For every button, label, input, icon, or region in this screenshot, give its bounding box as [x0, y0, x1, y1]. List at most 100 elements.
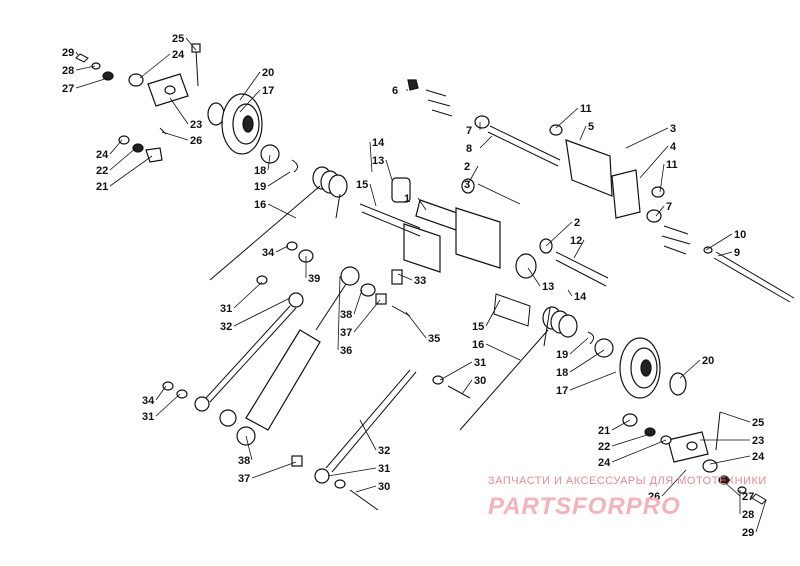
idler-wheel-17-left	[207, 93, 298, 173]
leader-line	[719, 411, 751, 423]
leader-line	[75, 65, 96, 71]
leader-line	[417, 197, 427, 211]
callout-l24b: 24	[96, 149, 109, 161]
leader-line	[109, 155, 153, 187]
leader-line	[721, 479, 741, 497]
leader-line	[527, 267, 541, 287]
callout-l18b: 18	[556, 367, 568, 379]
callout-l13a: 13	[372, 155, 384, 167]
leader-line	[679, 359, 701, 379]
callout-l15b: 15	[472, 321, 484, 333]
callout-l16b: 16	[472, 339, 484, 351]
leader-line	[755, 499, 767, 533]
callout-l29a: 29	[62, 47, 74, 59]
callout-l6: 6	[392, 85, 398, 97]
bolt-29-left	[75, 53, 114, 81]
leader-line	[611, 419, 631, 431]
leader-line	[327, 467, 377, 477]
leader-line	[659, 163, 665, 193]
callout-l14b: 14	[574, 291, 587, 303]
washer-24	[118, 135, 130, 145]
dimension-marks	[425, 89, 691, 255]
callout-l19a: 19	[254, 181, 266, 193]
leader-line	[359, 419, 377, 451]
leader-line	[233, 297, 291, 327]
callout-l27a: 27	[62, 83, 74, 95]
link-arm-32-lower	[291, 369, 471, 511]
leader-line	[569, 349, 605, 373]
leader-line	[439, 361, 473, 381]
callout-l7a: 7	[466, 125, 472, 137]
watermark-logo: PARTSFORPRO	[488, 493, 681, 520]
callout-l24a: 24	[172, 49, 185, 61]
idler-wheel-17-right	[594, 337, 687, 399]
callout-l4: 4	[670, 141, 677, 153]
callout-l2b: 2	[574, 217, 580, 229]
callout-l32b: 32	[378, 445, 390, 457]
torsion-spring-16-right	[459, 306, 594, 431]
leader-line	[185, 37, 197, 51]
callout-l3a: 3	[670, 123, 676, 135]
callout-l7b: 7	[666, 201, 672, 213]
mount-bracket-4	[549, 124, 665, 223]
leader-line	[611, 439, 667, 463]
callout-l1: 1	[404, 193, 410, 205]
leader-line	[353, 299, 381, 333]
callout-l36: 36	[340, 345, 352, 357]
leader-line	[355, 485, 377, 493]
leader-line	[477, 183, 521, 205]
callout-l11a: 11	[580, 103, 592, 115]
leader-line	[705, 233, 733, 251]
callout-l17b: 17	[556, 385, 568, 397]
leader-line	[369, 141, 373, 173]
cross-shaft-8	[474, 115, 561, 167]
leader-line	[461, 379, 473, 395]
leader-line	[569, 337, 589, 355]
bolt-6	[407, 79, 419, 91]
leader-line	[267, 154, 271, 171]
callout-l24c: 24	[598, 457, 611, 469]
leader-line	[555, 107, 579, 129]
leader-line	[267, 171, 291, 187]
leader-line	[611, 433, 651, 447]
callout-l28a: 28	[62, 65, 74, 77]
callout-l31c: 31	[142, 411, 154, 423]
leader-line	[267, 203, 297, 219]
callout-l31d: 31	[378, 463, 390, 475]
leader-line	[709, 455, 751, 465]
cap-21	[145, 147, 163, 163]
callout-l11b: 11	[666, 159, 678, 171]
leader-line	[245, 435, 253, 461]
leader-line	[639, 145, 669, 179]
callout-l37a: 37	[340, 327, 352, 339]
leader-line	[717, 251, 733, 257]
callout-l18a: 18	[254, 165, 266, 177]
leader-line	[579, 125, 587, 141]
callout-l25b: 25	[752, 417, 764, 429]
leader-line	[75, 77, 109, 89]
leader-line	[655, 205, 665, 217]
callout-l21a: 21	[96, 181, 108, 193]
callout-l38a: 38	[340, 309, 352, 321]
parts-artwork	[75, 43, 795, 511]
leader-line	[109, 139, 123, 155]
main-frame-1	[359, 177, 609, 327]
watermark-tagline: ЗАПЧАСТИ И АКСЕССУАРЫ ДЛЯ МОТОТЕХНИКИ	[488, 475, 767, 487]
callout-l14a: 14	[372, 137, 385, 149]
leader-line	[161, 131, 189, 141]
leader-line	[75, 51, 79, 56]
leader-line	[169, 97, 189, 125]
leader-line	[625, 127, 669, 149]
nut-22	[132, 143, 144, 153]
leader-line	[155, 385, 167, 401]
leader-line	[573, 239, 585, 259]
callout-l39: 39	[308, 273, 320, 285]
leader-line	[155, 393, 181, 417]
callout-l23a: 23	[190, 119, 202, 131]
leader-line	[479, 135, 493, 149]
callout-l30a: 30	[474, 375, 486, 387]
callout-l10: 10	[734, 229, 746, 241]
leader-line	[251, 461, 297, 479]
